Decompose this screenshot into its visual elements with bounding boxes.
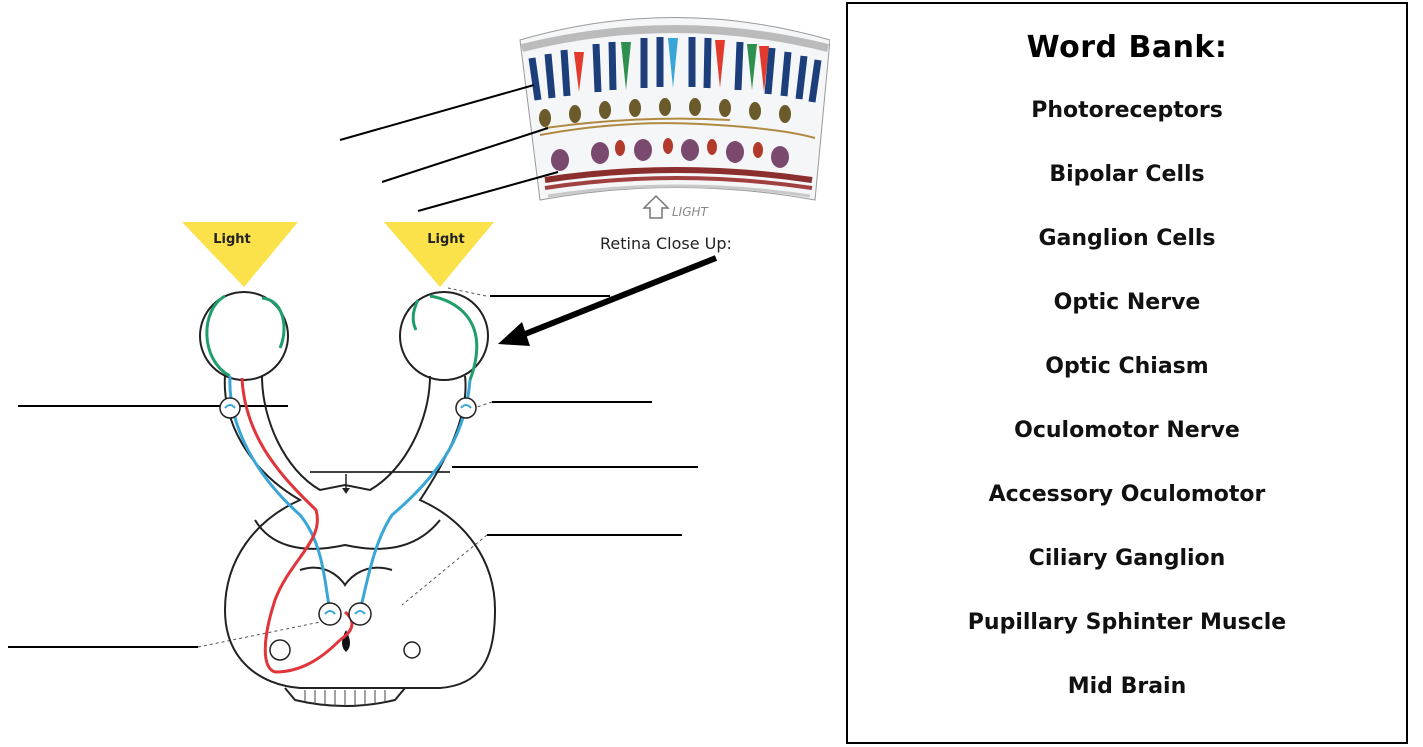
label-line-retina-bottom	[418, 172, 558, 211]
light-cone-left: Light	[182, 222, 298, 287]
label-line-retina-top	[340, 85, 534, 140]
left-ciliary-ganglion	[220, 398, 240, 418]
word-bank-item: Optic Chiasm	[848, 335, 1406, 399]
word-bank-item: Oculomotor Nerve	[848, 399, 1406, 463]
retina-pointer-arrow	[498, 258, 716, 346]
word-bank-item: Ganglion Cells	[848, 207, 1406, 271]
accessory-oculomotor-nucleus	[270, 640, 290, 660]
word-bank-item: Ciliary Ganglion	[848, 527, 1406, 591]
word-bank-list: Photoreceptors Bipolar Cells Ganglion Ce…	[848, 79, 1406, 719]
midbrain-small-circle	[404, 642, 420, 658]
word-bank-item: Pupillary Sphinter Muscle	[848, 591, 1406, 655]
light-cone-right: Light	[384, 222, 494, 287]
ganglion-inner-marks	[225, 405, 471, 614]
word-bank-item: Mid Brain	[848, 655, 1406, 719]
pupillary-reflex-diagram: LIGHT Retina Close Up: Light Light	[0, 0, 830, 747]
light-cone-right-label: Light	[427, 232, 465, 247]
label-line-retina-middle	[382, 128, 548, 182]
word-bank-item: Accessory Oculomotor	[848, 463, 1406, 527]
right-ciliary-ganglion	[456, 398, 476, 418]
left-pretectal-nucleus	[319, 603, 341, 625]
chiasm-marker	[342, 474, 350, 494]
light-up-arrow-icon	[644, 196, 668, 218]
light-cone-left-label: Light	[213, 232, 251, 247]
retina-light-label: LIGHT	[672, 205, 710, 219]
word-bank-panel: Word Bank: Photoreceptors Bipolar Cells …	[846, 2, 1408, 744]
word-bank-item: Bipolar Cells	[848, 143, 1406, 207]
word-bank-title: Word Bank:	[848, 30, 1406, 65]
retina-close-up-illustration: LIGHT	[520, 18, 830, 220]
right-pretectal-nucleus	[349, 603, 371, 625]
word-bank-item: Optic Nerve	[848, 271, 1406, 335]
retina-caption: Retina Close Up:	[600, 234, 732, 253]
word-bank-item: Photoreceptors	[848, 79, 1406, 143]
